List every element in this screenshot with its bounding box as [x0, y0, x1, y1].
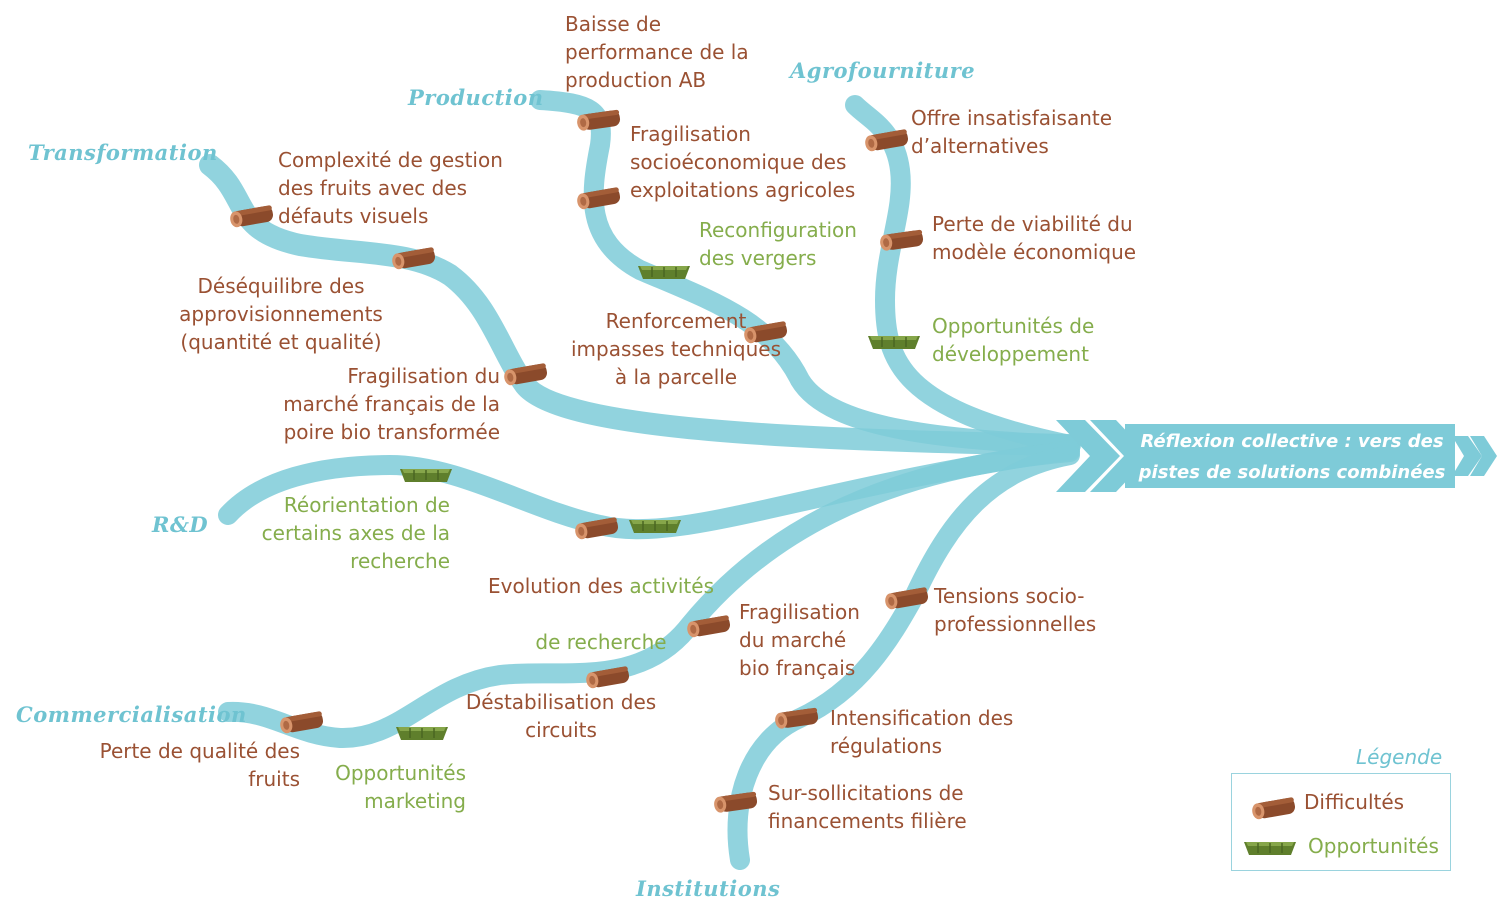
- label-evolution-recherche: Evolution des activités de recherche: [486, 544, 716, 656]
- label-renforcement-impasses: Renforcement impasses techniques à la pa…: [570, 309, 782, 389]
- boat-icon: [628, 519, 682, 534]
- label-fragilisation-marche-transforme: Fragilisation du marché français de la p…: [283, 364, 500, 444]
- label-fragilisation-socioeconomique: Fragilisation socioéconomique des exploi…: [630, 122, 856, 202]
- river-transformation: [199, 154, 1081, 456]
- label-tensions-socioprofessionnelles: Tensions socio- professionnelles: [934, 584, 1097, 636]
- label-intensification-regulations: Intensification des régulations: [830, 706, 1014, 758]
- legend-title: Légende: [1356, 745, 1443, 769]
- label-opportunites-developpement: Opportunités de développement: [932, 314, 1095, 366]
- river-institutions: [727, 445, 1080, 870]
- label-opportunites-marketing: Opportunités marketing: [335, 761, 466, 813]
- boat-icon: [399, 468, 453, 483]
- stream-title-transformation: Transformation: [28, 140, 218, 165]
- stream-title-commercialisation: Commercialisation: [16, 702, 247, 727]
- label-sur-sollicitations: Sur-sollicitations de financements filiè…: [768, 781, 967, 833]
- label-evolution-part3: de recherche: [535, 630, 667, 654]
- boat-icon: [867, 335, 921, 350]
- label-evolution-part1: Evolution des: [488, 574, 630, 598]
- label-evolution-part2: activités: [629, 574, 714, 598]
- boat-icon: [395, 726, 449, 741]
- label-desequilibre-approvisionnements: Déséquilibre des approvisionnements (qua…: [179, 274, 383, 354]
- conclusion-title: Réflexion collective : vers des pistes d…: [1138, 431, 1446, 483]
- stream-title-institutions: Institutions: [636, 876, 781, 901]
- label-perte-qualite-fruits: Perte de qualité des fruits: [99, 739, 300, 791]
- log-icon: [713, 791, 758, 814]
- river-rd: [218, 440, 1080, 540]
- stream-title-rd: R&D: [152, 512, 209, 537]
- stream-title-production: Production: [408, 85, 544, 110]
- label-destabilisation-circuits: Déstabilisation des circuits: [465, 690, 657, 742]
- label-fragilisation-marche-bio: Fragilisation du marché bio français: [739, 600, 860, 680]
- legend-opportunities-label: Opportunités: [1308, 834, 1439, 858]
- label-complexite-gestion: Complexité de gestion des fruits avec de…: [278, 148, 503, 228]
- legend: [1231, 773, 1451, 871]
- label-reconfiguration-vergers: Reconfiguration des vergers: [699, 218, 857, 270]
- label-perte-viabilite: Perte de viabilité du modèle économique: [932, 212, 1137, 264]
- label-baisse-performance: Baisse de performance de la production A…: [565, 12, 749, 92]
- legend-difficulties-label: Difficultés: [1304, 790, 1405, 814]
- stream-title-agrofourniture: Agrofourniture: [790, 58, 976, 83]
- conclusion-banner: [1056, 420, 1497, 492]
- river-commercialisation: [218, 442, 1080, 749]
- log-icon: [774, 707, 819, 730]
- boat-icon: [637, 265, 691, 280]
- river-production: [530, 90, 1080, 455]
- label-offre-insatisfaisante: Offre insatisfaisante d’alternatives: [911, 106, 1113, 158]
- label-reorientation-recherche: Réorientation de certains axes de la rec…: [261, 493, 450, 573]
